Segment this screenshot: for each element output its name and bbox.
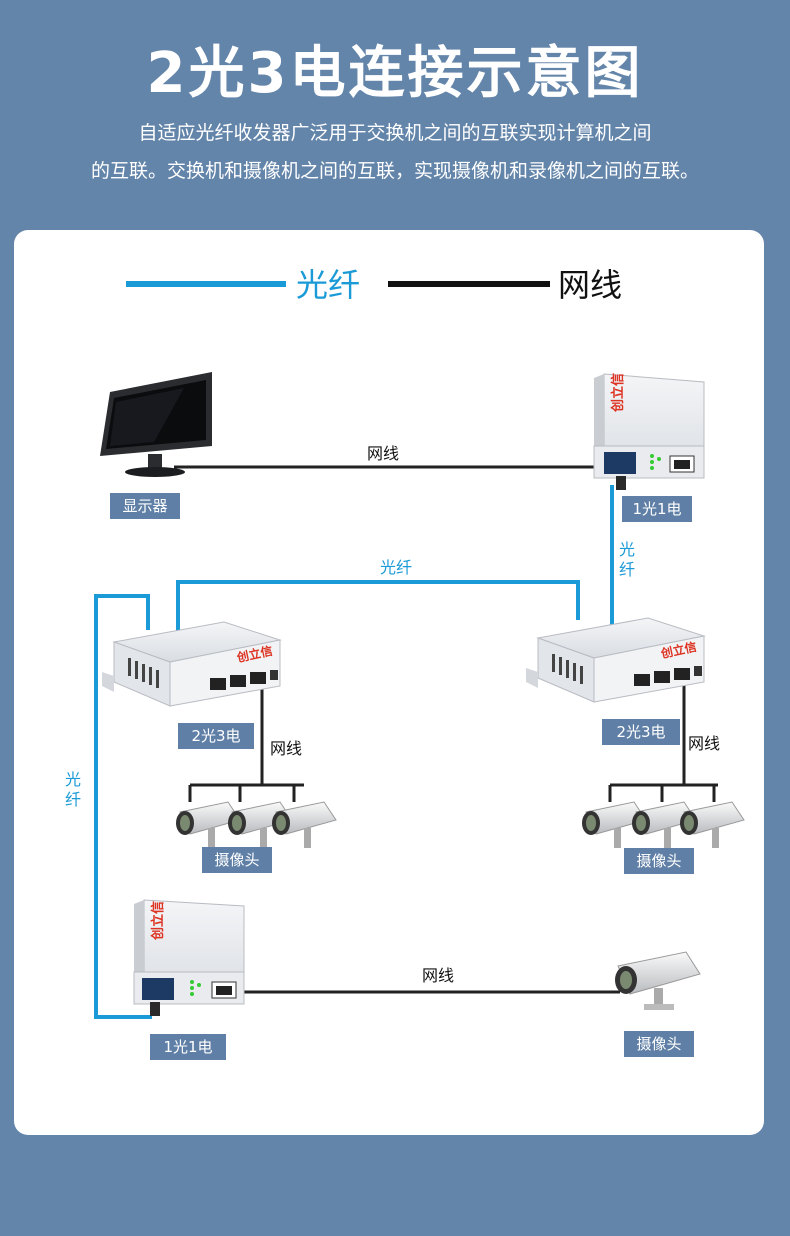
tag-converter-bottom: 1光1电 (150, 1034, 226, 1060)
tag-switch-left: 2光3电 (178, 723, 254, 749)
legend-cable-label: 网线 (558, 266, 623, 304)
brand-label: 创立信 (150, 901, 166, 941)
legend-fiber-line (126, 281, 286, 287)
tag-monitor: 显示器 (110, 493, 180, 519)
wire-switch-right-to-cameras (608, 680, 718, 802)
switch-left-icon: 创立信 (102, 621, 282, 707)
page-subtitle-line-2: 的互联。交换机和摄像机之间的互联，实现摄像机和录像机之间的互联。 (90, 160, 699, 182)
tag-cameras-left: 摄像头 (202, 847, 272, 873)
fiber-switch-to-switch (176, 580, 580, 632)
tag-camera-bottom: 摄像头 (624, 1031, 694, 1057)
network-diagram: 创立信 创立信 (94, 372, 745, 1019)
camera-group-left-icon (176, 801, 337, 848)
legend-fiber-label: 光纤 (296, 266, 361, 304)
diagram-card: 光纤 网线 (14, 230, 764, 1135)
tag-cameras-right: 摄像头 (624, 848, 694, 874)
fiber-switch-left-to-converter (94, 594, 152, 1019)
page-title: 2光3电连接示意图 (146, 41, 644, 106)
label-converter-to-camera: 网线 (422, 966, 455, 985)
converter-top-icon: 创立信 (593, 373, 705, 490)
camera-bottom-icon (615, 951, 701, 1010)
camera-group-right-icon (582, 801, 745, 848)
monitor-icon (100, 372, 212, 477)
label-switch-left-to-cameras: 网线 (270, 739, 303, 758)
label-switch-to-switch: 光纤 (380, 558, 413, 577)
legend-cable-line (388, 281, 550, 287)
label-monitor-to-converter: 网线 (367, 444, 400, 463)
brand-label: 创立信 (610, 373, 626, 413)
switch-right-icon: 创立信 (526, 617, 706, 703)
label-switch-left-to-converter: 光纤 (64, 770, 81, 809)
label-switch-right-to-cameras: 网线 (688, 734, 721, 753)
converter-bottom-icon: 创立信 (133, 899, 245, 1016)
tag-converter-top: 1光1电 (622, 496, 692, 522)
page-subtitle-line-1: 自适应光纤收发器广泛用于交换机之间的互联实现计算机之间 (138, 122, 652, 144)
tag-switch-right: 2光3电 (602, 719, 680, 745)
label-converter-to-switch: 光纤 (618, 540, 635, 579)
wire-switch-left-to-cameras (188, 683, 304, 802)
